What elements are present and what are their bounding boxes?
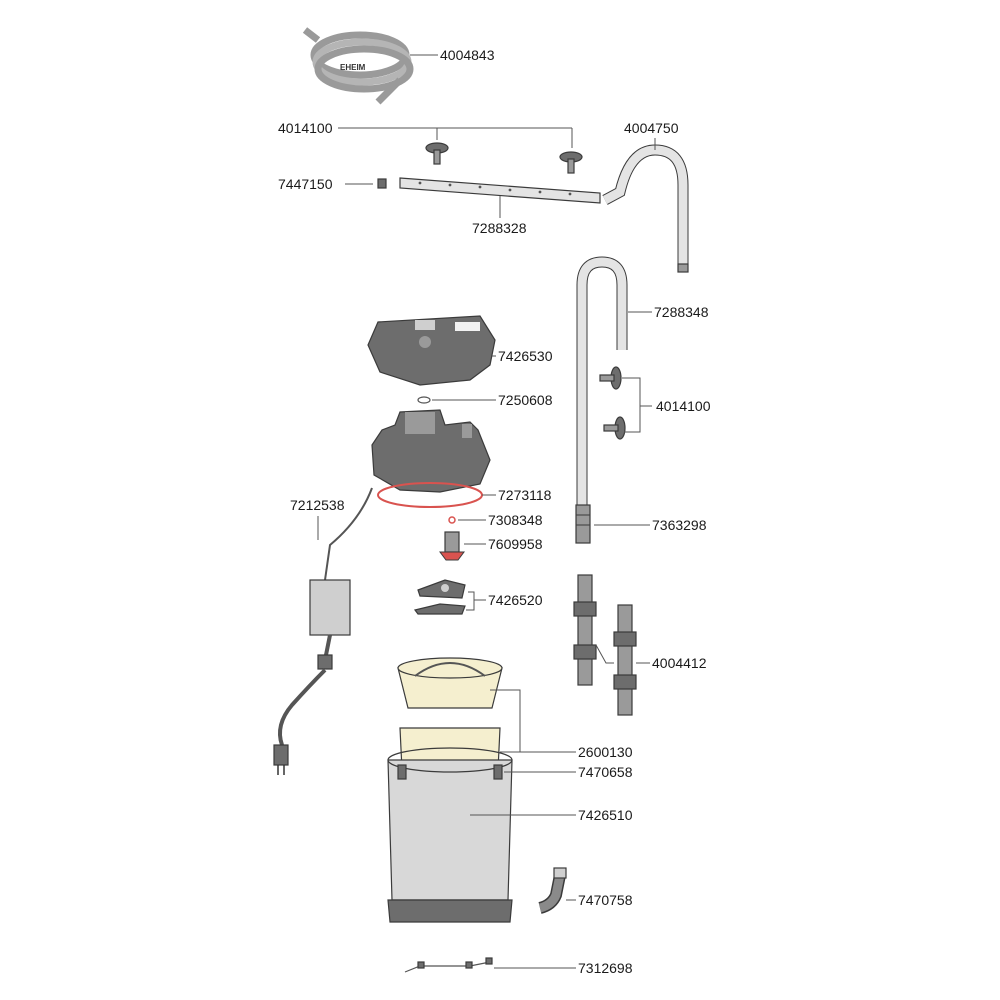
label-7250608: 7250608 xyxy=(498,392,553,408)
label-7447150: 7447150 xyxy=(278,176,333,192)
small-o-ring xyxy=(417,396,431,404)
suction-cup-right-1 xyxy=(599,366,622,390)
hose-adapter xyxy=(575,504,591,544)
label-7426510: 7426510 xyxy=(578,807,633,823)
label-4004750: 4004750 xyxy=(624,120,679,136)
impeller xyxy=(439,531,465,561)
spray-bar xyxy=(399,177,601,204)
media-basket-top xyxy=(397,657,503,709)
double-tap-valve-1 xyxy=(573,574,597,686)
label-7470758: 7470758 xyxy=(578,892,633,908)
suction-cup-top-1 xyxy=(425,142,449,165)
label-7273118: 7273118 xyxy=(498,487,552,503)
hose-elbow xyxy=(538,867,567,914)
intake-pipe xyxy=(576,256,628,505)
label-7212538: 7212538 xyxy=(290,497,345,513)
label-7312698: 7312698 xyxy=(578,960,633,976)
label-2600130: 2600130 xyxy=(578,744,633,760)
end-cap xyxy=(377,178,387,189)
label-4004412: 4004412 xyxy=(652,655,707,671)
label-7288328: 7288328 xyxy=(472,220,527,236)
label-7308348: 7308348 xyxy=(488,512,543,528)
double-tap-valve-2 xyxy=(613,604,637,716)
label-4014100-top: 4014100 xyxy=(278,120,333,136)
hose-coil: EHEIM xyxy=(302,27,414,105)
label-4014100-right: 4014100 xyxy=(656,398,711,414)
label-7363298: 7363298 xyxy=(652,517,707,533)
label-7470658: 7470658 xyxy=(578,764,633,780)
label-7288348: 7288348 xyxy=(654,304,709,320)
filter-canister xyxy=(387,747,513,923)
impeller-cover-parts xyxy=(413,579,466,615)
pump-head xyxy=(371,409,491,493)
power-supply-with-cable xyxy=(273,487,373,775)
suction-cup-top-2 xyxy=(559,151,583,174)
filter-lid-cover xyxy=(367,315,496,386)
outlet-pipe-bend xyxy=(602,144,689,273)
small-ring xyxy=(448,516,456,524)
canister-clips xyxy=(397,764,503,780)
label-7426530: 7426530 xyxy=(498,348,553,364)
hose-brand-text: EHEIM xyxy=(340,63,366,72)
label-7609958: 7609958 xyxy=(488,536,543,552)
label-7426520: 7426520 xyxy=(488,592,543,608)
base-feet xyxy=(404,957,493,973)
suction-cup-right-2 xyxy=(603,416,626,440)
label-4004843: 4004843 xyxy=(440,47,495,63)
